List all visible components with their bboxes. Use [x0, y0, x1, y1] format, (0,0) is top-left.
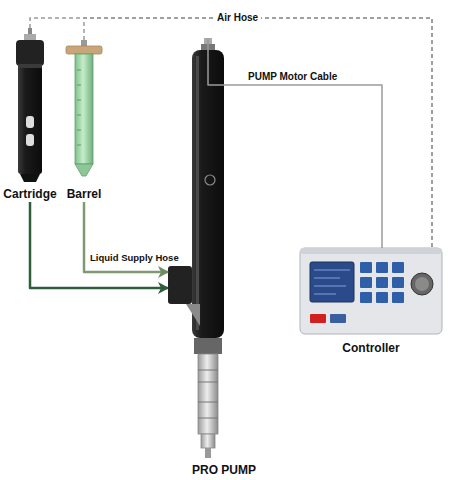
pump-logo — [205, 175, 215, 185]
node-label-area: Controller — [300, 338, 442, 356]
nozzle — [205, 448, 211, 458]
node-label-area: Cartridge — [0, 184, 60, 202]
cartridge-outlet — [20, 174, 40, 182]
knob-cap — [415, 277, 429, 291]
node-label-area: PRO PUMP — [168, 460, 280, 478]
pump-body — [192, 50, 224, 338]
run-button — [330, 314, 346, 323]
pump-stator — [198, 354, 218, 434]
barrel-drawing — [66, 40, 102, 176]
key — [360, 277, 372, 288]
node-label-area: Barrel — [64, 184, 104, 202]
node-label: Barrel — [67, 186, 102, 202]
inlet-bracket — [186, 304, 200, 326]
cartridge-band — [18, 64, 42, 68]
control-knob — [411, 273, 433, 295]
cartridge-body — [18, 64, 42, 174]
pump-motor-cable — [208, 38, 382, 248]
air-hose — [84, 18, 432, 248]
key — [376, 262, 388, 273]
cartridge-node: Cartridge — [0, 28, 60, 202]
display-screen — [310, 262, 354, 302]
barrel-flange — [66, 46, 102, 54]
edge-label: Liquid Supply Hose — [90, 252, 179, 265]
barrel-scale — [77, 70, 81, 145]
stator-rings — [198, 370, 218, 418]
air-hose — [30, 18, 432, 248]
key — [360, 262, 372, 273]
barrel-body — [75, 54, 93, 164]
controller-drawing — [300, 248, 442, 334]
node-label: Cartridge — [3, 186, 56, 202]
key — [392, 262, 404, 273]
pump-drawing — [168, 38, 224, 458]
liquid-supply-hose — [30, 202, 168, 288]
edge-label: PUMP Motor Cable — [248, 70, 337, 83]
edge-label: Air Hose — [214, 11, 261, 24]
key — [360, 292, 372, 303]
pump-collar — [194, 338, 222, 354]
node-label: Controller — [342, 340, 399, 356]
cartridge-window — [26, 116, 34, 128]
cartridge-cap — [16, 40, 44, 66]
barrel-tip — [75, 164, 93, 176]
fitting-nut — [24, 34, 36, 40]
controller-node: Controller — [300, 248, 442, 356]
stop-button — [310, 314, 326, 323]
cartridge-drawing — [16, 28, 44, 182]
liquid-inlet — [168, 266, 192, 304]
controller-case — [300, 248, 442, 334]
air-fitting — [28, 28, 32, 34]
nozzle-holder — [201, 434, 215, 448]
keypad — [360, 262, 404, 303]
case-top — [300, 248, 442, 254]
node-label: PRO PUMP — [192, 462, 256, 478]
barrel-node: Barrel — [64, 40, 104, 202]
body-highlight — [196, 56, 199, 330]
key — [392, 292, 404, 303]
key — [392, 277, 404, 288]
key — [376, 277, 388, 288]
key — [376, 292, 388, 303]
screen-lines — [314, 270, 350, 294]
cartridge-window — [26, 134, 34, 146]
pump-node: PRO PUMP — [168, 38, 280, 478]
